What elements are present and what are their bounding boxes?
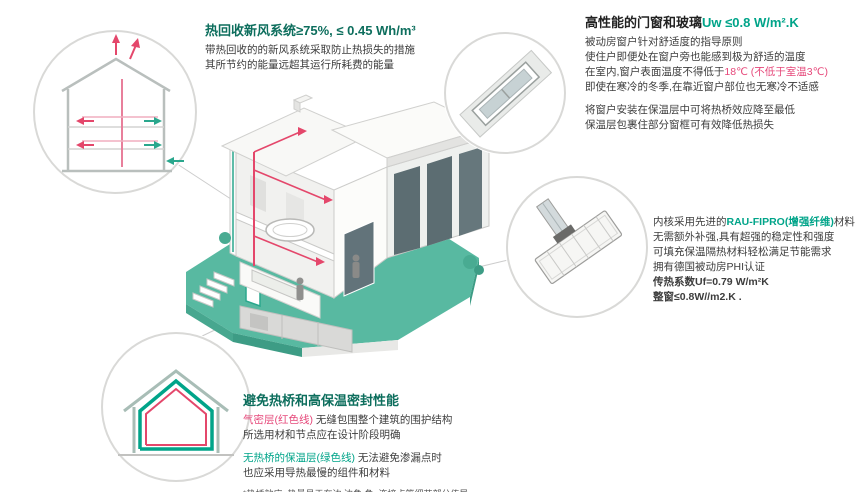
house-cutaway-section [229,144,335,319]
window-line: 将窗户安装在保温层中可将热桥效应降至最低 [585,104,795,116]
profile-uf-value: 传热系数Uf=0.79 W/m²K [653,276,769,288]
thermal-line: 也应采用导热最慢的组件和材料 [243,467,390,479]
window-pane [427,156,452,246]
window-profile-icon [506,176,648,318]
window-title-dark: 高性能的门窗和玻璃 [585,15,703,30]
window-pane [394,166,420,255]
person-figures [296,254,360,300]
bushes [219,232,484,275]
window-title-value: Uw ≤0.8 W/m².K [702,15,799,30]
exhaust-arrow-icon [112,34,140,60]
ventilation-callout: 热回收新风系统≥75%, ≤ 0.45 Wh/m³ 带热回收的的新风系统采取防止… [205,20,470,73]
window-title: 高性能的门窗和玻璃Uw ≤0.8 W/m².K [585,12,860,31]
window-corner-circle [443,31,567,155]
thermal-callout: 避免热桥和高保温密封性能 气密层(红色线) 无缝包围整个建筑的围护结构 所选用材… [243,390,563,492]
window-callout: 高性能的门窗和玻璃Uw ≤0.8 W/m².K 被动房窗户针对舒适度的指导原则 … [585,12,860,133]
ventilation-line: 其所节约的能量远超其运行所耗费的能量 [205,59,394,71]
thermal-line: 气密层(红色线) 无缝包围整个建筑的围护结构 [243,414,453,426]
ventilation-detail-circle [32,29,198,195]
profile-uw-value: 整窗≤0.8W//m2.K . [653,291,742,303]
thermal-title: 避免热桥和高保温密封性能 [243,393,400,408]
profile-line: 无需额外补强,具有超强的稳定性和强度 [653,231,835,243]
profile-line: 可填充保温隔热材料轻松满足节能需求 [653,246,832,258]
airtight-red-line [145,387,207,446]
thermal-footnote: *热桥效应: 热量易于在边.边角.角, 连接点等细节部分传导 [243,487,563,492]
profile-callout: 内核采用先进的RAU-FIPRO(增强纤维)材料 无需额外补强,具有超强的稳定性… [653,215,865,305]
ventilation-ducts [253,127,333,266]
insulation-green-line [138,378,214,451]
garden-stairs [192,271,235,308]
airflow-arrow-icon [76,117,184,165]
window-line: 使住户即便处在窗户旁也能感到极为舒适的温度 [585,51,806,63]
profile-line: 拥有德国被动房PHI认证 [653,261,766,273]
window-line: 即使在寒冷的冬季,在靠近窗户部位也无寒冷不适感 [585,81,819,93]
ventilation-title: 热回收新风系统≥75%, ≤ 0.45 Wh/m³ [205,23,416,38]
profile-line: 内核采用先进的RAU-FIPRO(增强纤维)材料 [653,216,855,228]
window-line: 在室内,窗户表面温度不得低于18℃ (不低于室温3℃) [585,66,828,78]
bathtub [265,218,315,242]
envelope-layers-circle [100,331,252,483]
wall-outline [123,369,229,453]
kitchen-counter [251,269,301,302]
window-line: 保温层包裹住部分窗框可有效降低热损失 [585,119,774,131]
window-pane [459,147,482,236]
thermal-line: 无热桥的保温层(绿色线) 无法避免渗漏点时 [243,452,442,464]
insulation-layer-label: 无热桥的保温层(绿色线) [243,452,355,464]
airtight-layer-label: 气密层(红色线) [243,414,313,426]
profile-material-highlight: RAU-FIPRO(增强纤维) [726,216,834,228]
window-corner-icon [444,32,566,154]
thermal-line: 所选用材和节点应在设计阶段明确 [243,429,401,441]
window-temp-highlight: 18℃ (不低于室温3℃) [724,66,828,78]
house-section-ventilation-icon [33,30,197,194]
envelope-layers-icon [101,332,251,482]
ventilation-line: 带热回收的的新风系统采取防止热损失的措施 [205,44,415,56]
window-profile-circle [505,175,649,319]
window-line: 被动房窗户针对舒适度的指导原则 [585,36,743,48]
